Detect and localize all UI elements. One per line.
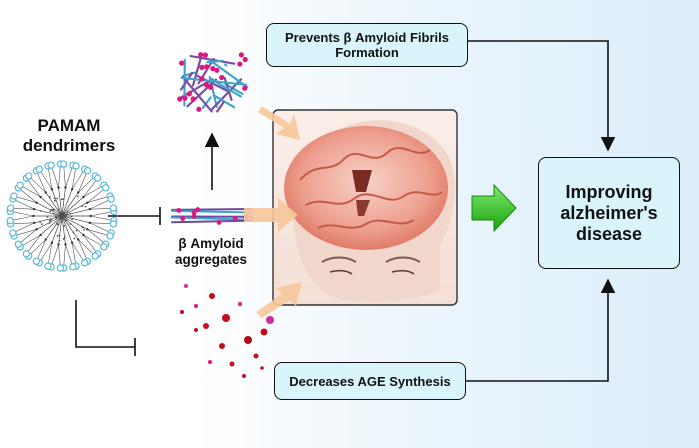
decreases-age-box: Decreases AGE Synthesis (274, 362, 466, 400)
inhibition-line-age (75, 300, 136, 356)
improving-disease-text: Improving alzheimer's disease (560, 181, 658, 244)
arrow-decreases-to-improving (466, 278, 616, 382)
pamam-label: PAMAM dendrimers (22, 116, 116, 156)
arrow-prevents-to-improving (468, 40, 616, 152)
amyloid-aggregates-label: β Amyloid aggregates (174, 236, 248, 268)
inhibition-line-aggregates (108, 207, 161, 225)
decreases-age-text: Decreases AGE Synthesis (289, 373, 451, 389)
pamam-dendrimer-icon (6, 160, 118, 272)
improving-disease-box: Improving alzheimer's disease (538, 157, 680, 269)
amyloid-aggregate-icon (171, 207, 253, 225)
brain-illustration (272, 109, 458, 306)
prevents-fibrils-text: Prevents β Amyloid Fibrils Formation (285, 30, 449, 60)
amyloid-fibril-cluster-icon (177, 52, 249, 113)
orange-pointer-arrows (244, 106, 302, 318)
prevents-fibrils-box: Prevents β Amyloid Fibrils Formation (266, 23, 468, 67)
green-arrow-icon (471, 183, 517, 233)
